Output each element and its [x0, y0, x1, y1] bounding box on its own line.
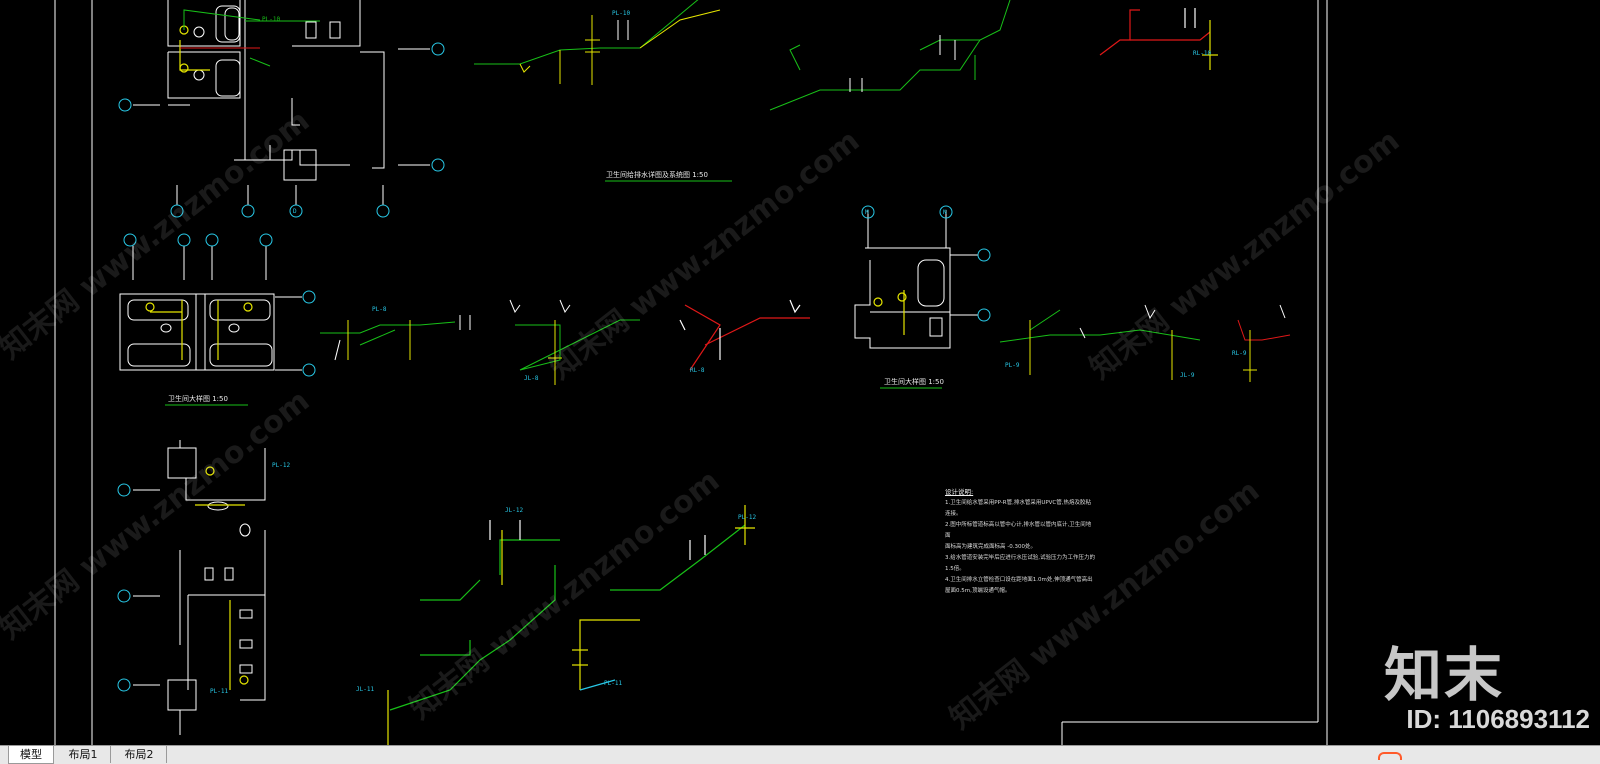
- tab-layout-2[interactable]: 布局2: [112, 746, 167, 763]
- design-notes-heading: 设计说明:: [945, 488, 974, 496]
- tab-model[interactable]: 模型: [8, 746, 54, 764]
- system-diagram-mid-d: [999, 304, 1291, 382]
- pipe-label: RL-10: [1193, 50, 1212, 57]
- watermark-brand: 知末: [1383, 641, 1504, 709]
- watermark-id: ID: 1106893112: [1406, 704, 1590, 734]
- bathroom-plan-mid-left: [119, 293, 275, 371]
- system-diagram-mid-c: [679, 299, 810, 371]
- tab-layout-1[interactable]: 布局1: [56, 746, 111, 763]
- pipe-label: JL-11: [356, 686, 375, 693]
- design-note-line: 屋面0.5m,顶端设通气帽。: [945, 588, 1011, 594]
- sheet-title-mid-left: 卫生间大样图 1:50: [168, 395, 228, 403]
- design-note-line: 1.5倍。: [945, 566, 965, 572]
- design-note-line: 1.卫生间给水管采用PP-R管,排水管采用UPVC管,热熔及胶粘连接。: [945, 500, 1092, 517]
- bathroom-plan-mid-right: [854, 210, 978, 349]
- pipe-label: JL-9: [1180, 372, 1195, 379]
- design-note-line: 面标高为建筑完成面标高 -0.300处。: [945, 544, 1036, 550]
- system-diagram-bottom-b: [572, 505, 755, 691]
- pipe-label: PL-12: [738, 514, 757, 521]
- pipe-label: PL-10: [262, 16, 281, 23]
- pipe-label: PL-9: [1005, 362, 1020, 369]
- status-arc-icon: [1378, 752, 1402, 760]
- sheet-title-top: 卫生间给排水详图及系统图 1:50: [606, 171, 708, 179]
- axis-marker: M: [865, 209, 869, 216]
- pipe-label: JL-8: [524, 375, 539, 382]
- pipe-label: PL-11: [210, 688, 229, 695]
- cad-model-space[interactable]: 知末网 www.znzmo.com 知末网 www.znzmo.com 知末网 …: [0, 0, 1600, 745]
- bathroom-plan-top: [167, 0, 385, 181]
- layout-tab-bar: 模型 布局1 布局2: [0, 745, 1600, 764]
- svg-text:知末网 www.znzmo.com: 知末网 www.znzmo.com: [1083, 123, 1406, 386]
- design-note-line: 2.图中所标管道标高以管中心计,排水管以管内底计,卫生间地面: [945, 522, 1092, 539]
- svg-text:知末网 www.znzmo.com: 知末网 www.znzmo.com: [0, 383, 316, 646]
- pipe-label: PL-12: [272, 462, 291, 469]
- bathroom-plan-bottom: [133, 440, 266, 735]
- cad-drawing: 知末网 www.znzmo.com 知末网 www.znzmo.com 知末网 …: [0, 0, 1406, 745]
- system-diagram-top-c: [1099, 8, 1218, 70]
- pipe-label: RL-8: [690, 367, 705, 374]
- pipe-label: RL-9: [1232, 350, 1247, 357]
- axis-marker: D: [293, 208, 297, 215]
- design-notes: 设计说明: 1.卫生间给水管采用PP-R管,排水管采用UPVC管,热熔及胶粘连接…: [945, 487, 1095, 597]
- pipe-label: JL-12: [505, 507, 524, 514]
- pipe-label: PL-10: [612, 10, 631, 17]
- design-note-line: 3.给水管道安装完毕后应进行水压试验,试验压力为工作压力的: [945, 555, 1095, 561]
- sheet-title-mid-right: 卫生间大样图 1:50: [884, 378, 944, 386]
- pipe-label: PL-11: [604, 680, 623, 687]
- pipe-label: PL-8: [372, 306, 387, 313]
- system-diagram-top-a: [474, 0, 721, 85]
- system-diagram-bottom-a: [387, 520, 560, 745]
- svg-text:知末网 www.znzmo.com: 知末网 www.znzmo.com: [403, 463, 726, 726]
- axis-marker: N: [943, 209, 947, 216]
- system-diagram-mid-b: [509, 299, 640, 385]
- system-diagram-top-b: [769, 0, 1011, 111]
- design-note-line: 4.卫生间排水立管检查口设在距地面1.0m处,伸顶通气管高出: [945, 577, 1093, 583]
- system-diagram-mid-a: [320, 315, 471, 361]
